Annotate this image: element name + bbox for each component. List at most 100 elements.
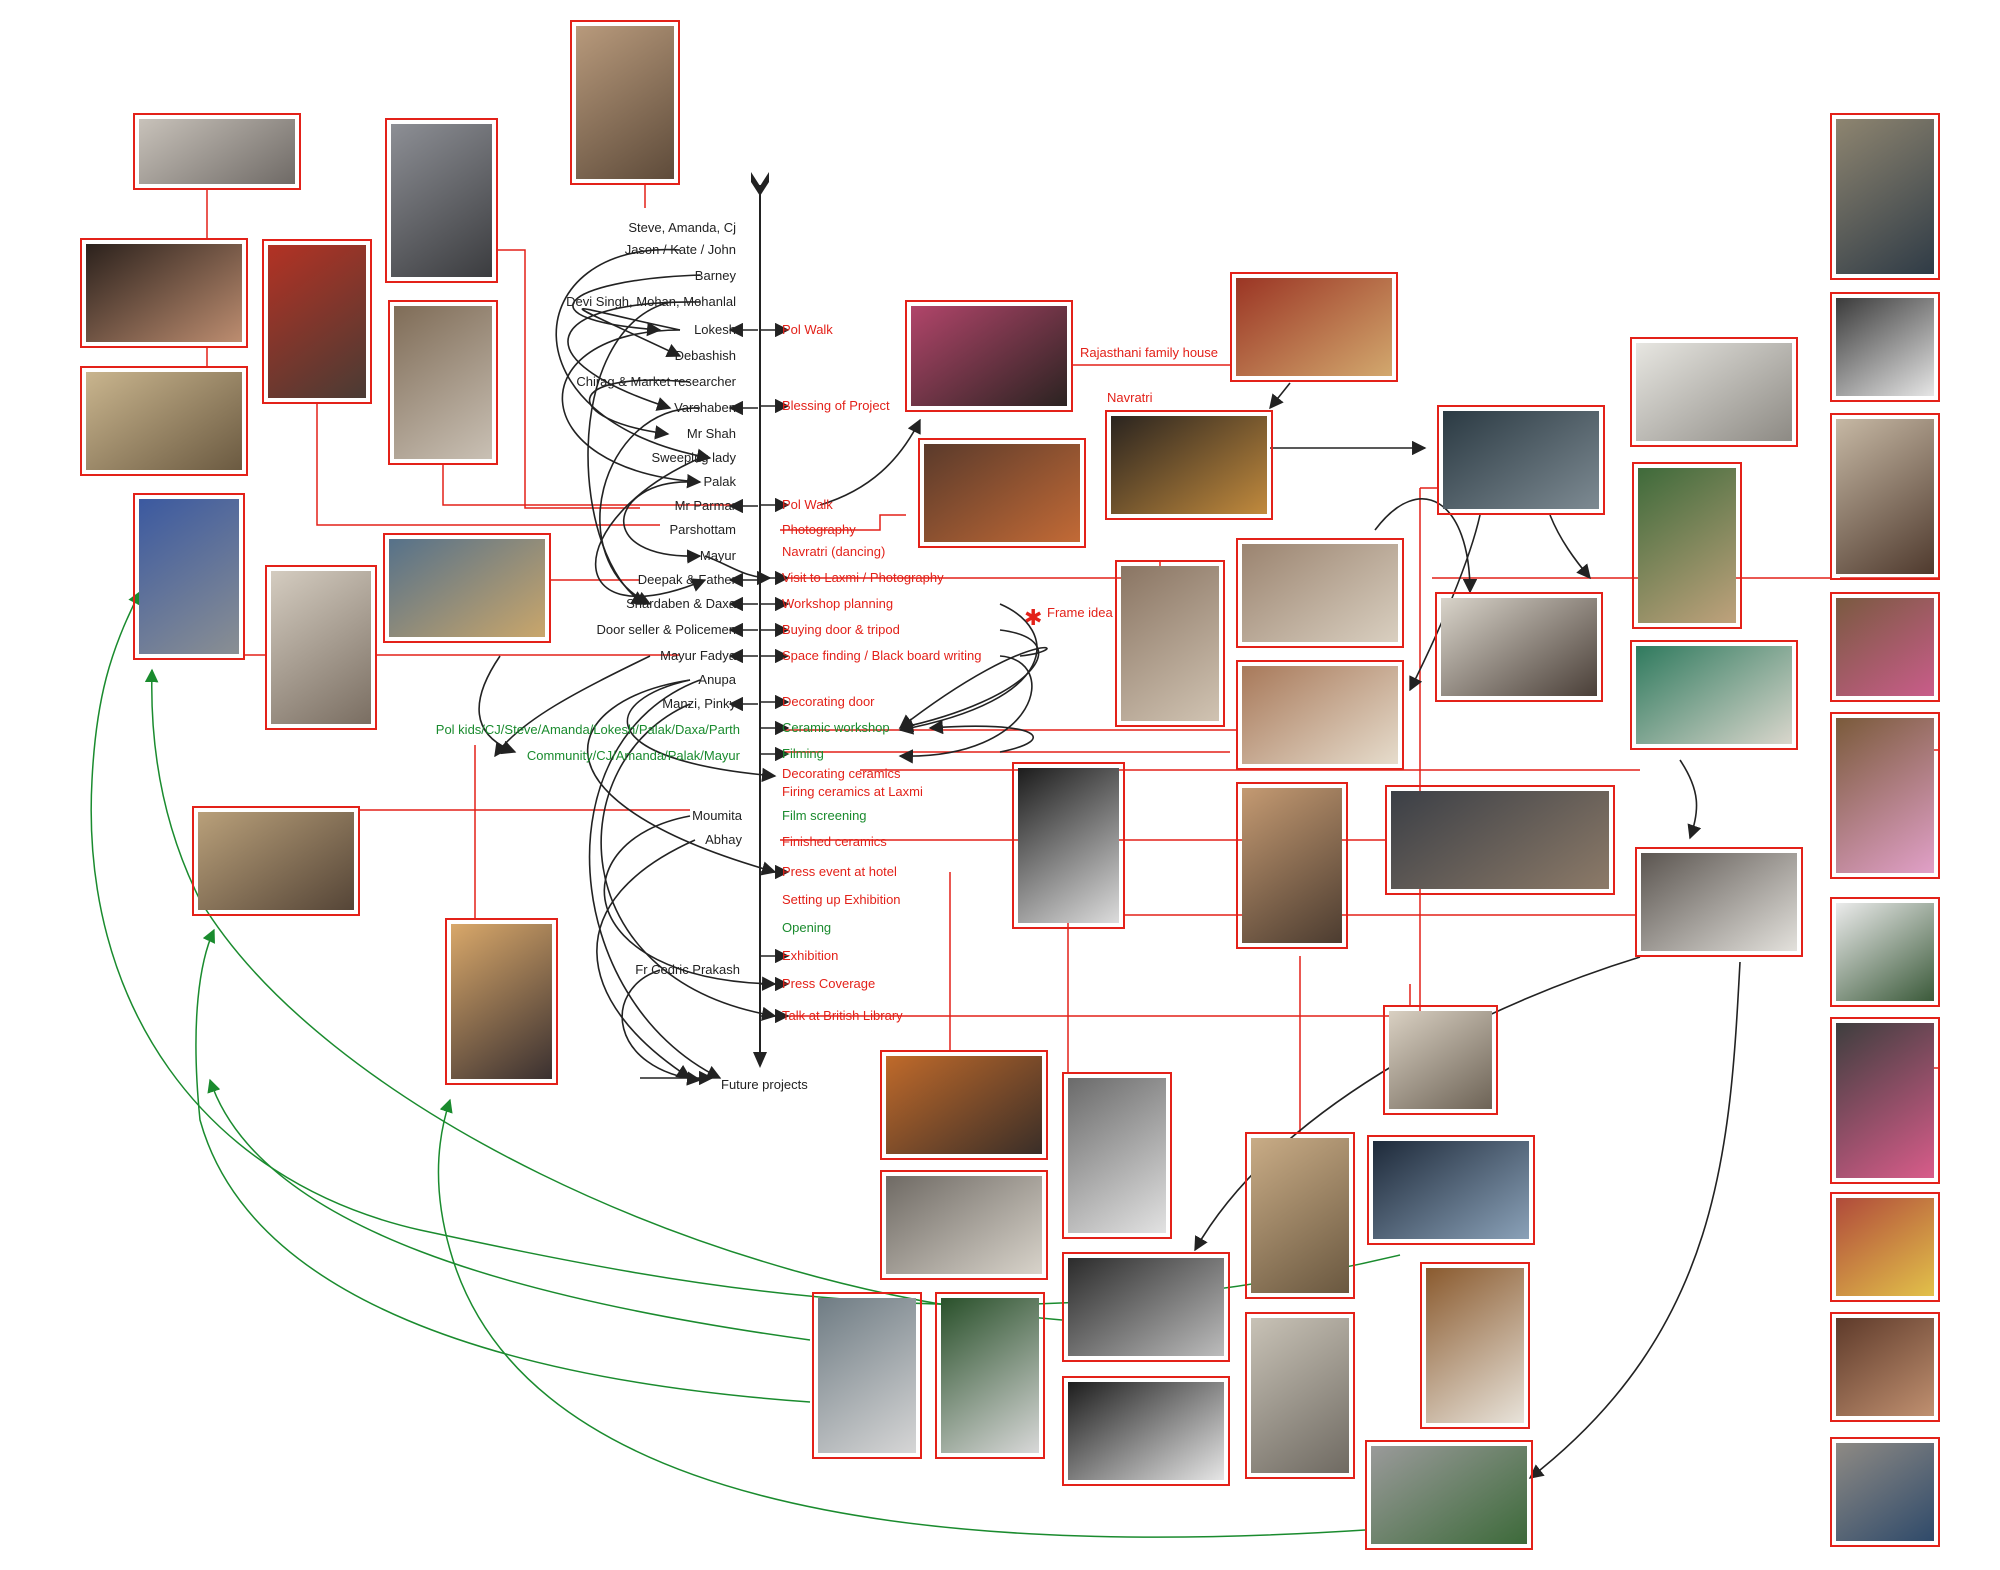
annotation-label: Rajasthani family house <box>1080 345 1219 360</box>
photo-film-screening <box>1385 785 1615 895</box>
photo-content <box>1242 544 1398 642</box>
person-label: Abhay <box>705 832 742 847</box>
black-relation-arrow <box>567 301 701 411</box>
photo-ceramics-table <box>1630 640 1798 750</box>
person-label: Mayur <box>699 548 736 563</box>
photo-street-walker <box>385 118 498 283</box>
photo-r-mehndi-hand <box>1830 1312 1940 1422</box>
green-feedback-arrow <box>144 668 1063 1321</box>
black-relation-arrow <box>626 679 777 783</box>
photo-content <box>1371 1446 1527 1544</box>
photo-content <box>1443 411 1599 509</box>
event-label: Press event at hotel <box>782 864 897 879</box>
photo-content <box>391 124 492 277</box>
photo-content <box>941 1298 1039 1453</box>
event-label: Workshop planning <box>782 596 894 611</box>
person-label: Manzi, Pinky <box>662 696 736 711</box>
person-label: Lokesh <box>694 322 736 337</box>
photo-r-door-pink <box>1830 712 1940 879</box>
red-connector-line <box>442 465 740 506</box>
event-label: Photography <box>782 522 856 537</box>
photo-craftsman <box>388 300 498 465</box>
photo-r-wall-flowers <box>1830 897 1940 1007</box>
person-label: Chirag & Market researcher <box>576 374 736 389</box>
photo-content <box>389 539 545 637</box>
black-relation-arrow <box>586 679 777 876</box>
photo-content <box>1426 1268 1524 1423</box>
person-label: Jason / Kate / John <box>624 242 736 257</box>
person-label: Mayur Fadya <box>660 648 736 663</box>
person-label: Varshaben <box>674 400 736 415</box>
photo-content <box>1836 1198 1934 1296</box>
red-connector-line <box>316 404 660 526</box>
person-label: Steve, Amanda, Cj <box>628 220 736 235</box>
person-label: Barney <box>694 268 736 283</box>
photo-content <box>1636 343 1792 441</box>
black-relation-arrow <box>561 329 702 489</box>
photo-woman-painting <box>1632 462 1742 629</box>
photo-content <box>1068 1078 1166 1233</box>
event-label: Setting up Exhibition <box>782 892 901 907</box>
photo-hand-holding-cup <box>80 238 248 348</box>
photo-cup-closeup <box>812 1292 922 1459</box>
event-label: Firing ceramics at Laxmi <box>782 784 923 799</box>
black-relation-arrow <box>898 603 1038 735</box>
photo-library-group <box>192 806 360 916</box>
photo-girl-with-plate <box>445 918 558 1085</box>
photo-content <box>1836 718 1934 873</box>
photo-press-event <box>880 1050 1048 1160</box>
red-connector-line <box>780 514 906 531</box>
photo-content <box>86 244 242 342</box>
photo-content <box>1111 416 1267 514</box>
black-relation-arrow <box>1409 514 1481 692</box>
photo-content <box>1836 903 1934 1001</box>
black-relation-arrow <box>594 457 707 598</box>
event-label: Decorating ceramics <box>782 766 901 781</box>
photo-content <box>1251 1138 1349 1293</box>
photo-r-hands-white <box>1830 292 1940 402</box>
annotation-label: Navratri <box>1107 390 1153 405</box>
photo-ladder-shelf <box>1245 1312 1355 1479</box>
photo-navratri-dance <box>918 438 1086 548</box>
photo-content <box>139 499 239 654</box>
black-relation-arrow <box>494 655 651 758</box>
black-relation-arrow <box>898 646 1048 729</box>
photo-content <box>1836 1443 1934 1541</box>
photo-content <box>1636 646 1792 744</box>
person-label: Sweeping lady <box>651 450 736 465</box>
photo-content <box>86 372 242 470</box>
photo-r-street-kids <box>1830 592 1940 702</box>
event-label: Pol Walk <box>782 322 833 337</box>
photo-plate-rack <box>1062 1072 1172 1239</box>
green-feedback-arrow <box>195 928 811 1403</box>
timeline-end-arrow <box>753 1052 767 1068</box>
photo-content <box>924 444 1080 542</box>
black-relation-arrow <box>603 815 777 991</box>
future-projects-label: Future projects <box>721 1077 808 1092</box>
event-label: Space finding / Black board writing <box>782 648 982 663</box>
black-relation-arrow <box>600 703 777 1021</box>
event-label: Visit to Laxmi / Photography <box>782 570 944 585</box>
person-label: Devi Singh, Mohan, Mohanlal <box>566 294 736 309</box>
photo-content <box>1836 1318 1934 1416</box>
photo-content <box>1836 119 1934 274</box>
photo-shop-counter <box>383 533 551 643</box>
photo-workshop-table <box>1236 538 1404 648</box>
photo-content <box>268 245 366 398</box>
photo-content <box>1441 598 1597 696</box>
photo-ceramic-plates <box>1012 762 1125 929</box>
photo-content <box>1373 1141 1529 1239</box>
person-label: Anupa <box>698 672 736 687</box>
photo-content <box>271 571 371 724</box>
photo-workshop-kids <box>1236 660 1404 770</box>
photo-content <box>1121 566 1219 721</box>
black-relation-arrow <box>1679 759 1702 840</box>
person-label: Parshottam <box>669 522 736 537</box>
green-feedback-arrow <box>437 1098 1366 1538</box>
photo-r-woman-drawing <box>1830 413 1940 580</box>
photo-content <box>1068 1258 1224 1356</box>
black-relation-arrow <box>596 839 696 1079</box>
photo-pol-entrance <box>80 366 248 476</box>
photo-man-white-shirt <box>265 565 377 730</box>
photo-content <box>1236 278 1392 376</box>
